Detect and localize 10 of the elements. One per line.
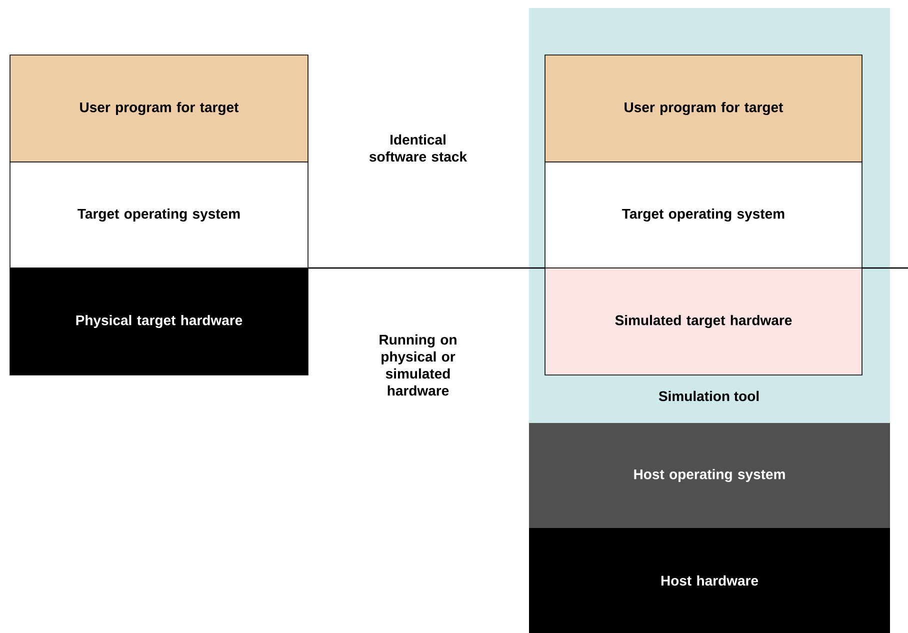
program-layer: User program for target [10, 54, 308, 162]
os-layer: Target operating system [544, 162, 862, 268]
hardware-layer: Simulated target hardware [544, 268, 862, 376]
hardware-layer: Host hardware [529, 528, 890, 633]
os-layer: Host operating system [529, 423, 890, 528]
annotation-text: Running on physical or simulated hardware [380, 334, 456, 396]
hardware-layer: Physical target hardware [10, 268, 308, 376]
annotation-text: Identical software stack [369, 134, 468, 162]
program-layer: User program for target [544, 54, 862, 162]
os-layer: Target operating system [10, 162, 308, 268]
